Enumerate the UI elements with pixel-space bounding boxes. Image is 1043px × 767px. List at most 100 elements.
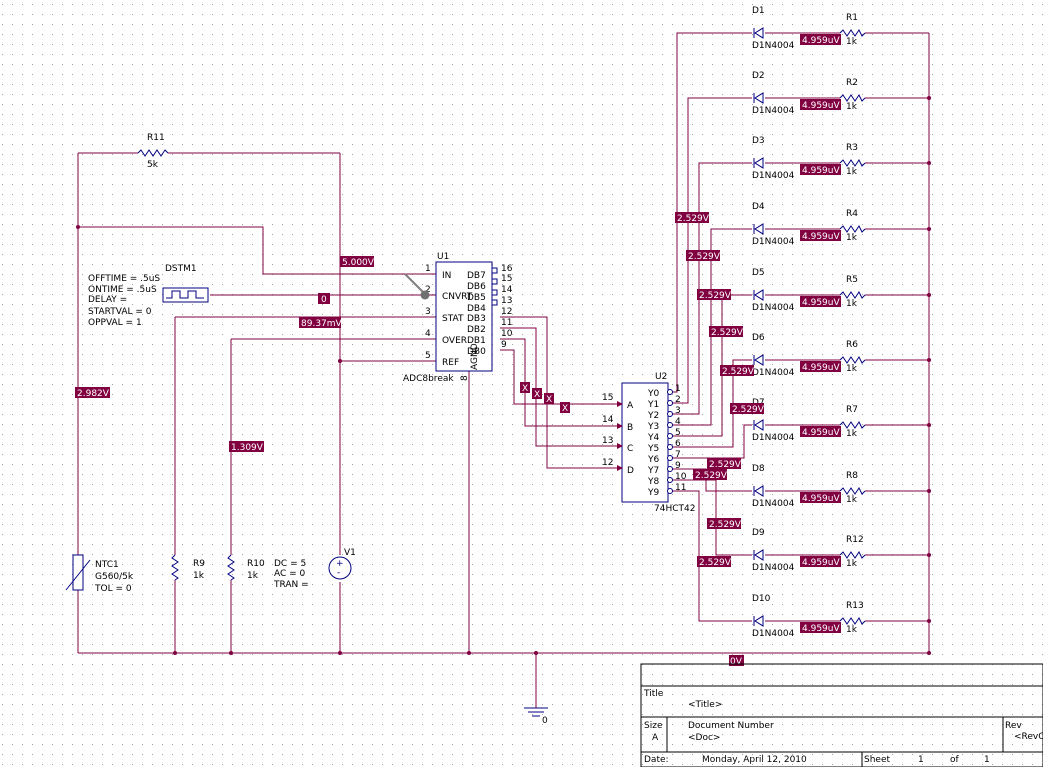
voltage-marker-x3[interactable]: X bbox=[544, 393, 554, 405]
voltage-marker-8937mv[interactable]: 89.37mV bbox=[299, 317, 343, 329]
diode-ref: D4 bbox=[752, 202, 765, 212]
voltage-marker-0[interactable]: 0 bbox=[318, 293, 330, 305]
u2-out-num-7: 7 bbox=[675, 450, 681, 460]
voltage-marker-2529-h[interactable]: 2.529V bbox=[693, 469, 728, 481]
r9-ref: R9 bbox=[193, 559, 205, 569]
decoder-u2[interactable]: U2 74HCT42 15 A 14 B 13 C 12 D Y0 Y1 Y2 … bbox=[602, 372, 695, 514]
tb-doc-value: <Doc> bbox=[688, 733, 720, 743]
resistor-symbol bbox=[839, 487, 866, 495]
voltage-marker-2982v[interactable]: 2.982V bbox=[75, 387, 110, 399]
voltage-marker-bg bbox=[800, 296, 841, 307]
voltage-x4-text: X bbox=[562, 404, 568, 414]
u1-pin1-name: IN bbox=[442, 271, 451, 281]
voltage-marker-led-10[interactable]: 4.959uV bbox=[800, 622, 841, 634]
resistor-r9[interactable]: R9 1k bbox=[171, 554, 205, 581]
source-v1[interactable]: + - V1 DC = 5 AC = 0 TRAN = bbox=[273, 548, 356, 590]
ntc1-tol: TOL = 0 bbox=[94, 584, 132, 594]
u1-db2: DB2 bbox=[467, 325, 486, 335]
voltage-marker-bg bbox=[800, 361, 841, 372]
adc-u1[interactable]: U1 ADC8break 1 IN 2 CNVRT 3 STAT 4 OVER … bbox=[403, 252, 513, 384]
voltage-marker-2529-f[interactable]: 2.529V bbox=[730, 403, 765, 415]
u1-pin8-num: 8 bbox=[460, 375, 470, 381]
voltage-marker-led-9[interactable]: 4.959uV bbox=[800, 556, 841, 568]
thermistor-ntc1[interactable]: NTC1 G560/5k TOL = 0 bbox=[65, 554, 134, 594]
voltage-marker-led-7[interactable]: 4.959uV bbox=[800, 426, 841, 438]
voltage-marker-led-2[interactable]: 4.959uV bbox=[800, 99, 841, 111]
diode-ref: D6 bbox=[752, 333, 765, 343]
voltage-marker-5v[interactable]: 5.000V bbox=[340, 256, 375, 268]
voltage-marker-led-4[interactable]: 4.959uV bbox=[800, 230, 841, 242]
voltage-marker-2529-c[interactable]: 2.529V bbox=[697, 289, 732, 301]
voltage-marker-led-5[interactable]: 4.959uV bbox=[800, 296, 841, 308]
voltage-marker-0v[interactable]: 0V bbox=[729, 655, 744, 667]
voltage-marker-2529-b[interactable]: 2.529V bbox=[686, 250, 721, 262]
u1-pin5-num: 5 bbox=[425, 351, 431, 361]
voltage-marker-2529-e[interactable]: 2.529V bbox=[720, 365, 755, 377]
resistor-ref: R13 bbox=[846, 601, 864, 611]
stimulus-dstm1[interactable]: DSTM1 OFFTIME = .5uS ONTIME = .5uS DELAY… bbox=[88, 264, 209, 328]
voltage-marker-bg bbox=[800, 492, 841, 503]
probe-marker[interactable] bbox=[404, 273, 430, 300]
voltage-marker-2529-a[interactable]: 2.529V bbox=[675, 212, 710, 224]
u2-in-a-num: 15 bbox=[602, 393, 613, 403]
resistor-r11[interactable]: R11 5k bbox=[137, 133, 169, 170]
voltage-marker-text: 4.959uV bbox=[802, 298, 840, 308]
voltage-2529-a-text: 2.529V bbox=[677, 214, 710, 224]
ground-symbol[interactable]: 0 bbox=[524, 707, 548, 726]
voltage-marker-led-6[interactable]: 4.959uV bbox=[800, 361, 841, 373]
voltage-marker-2529-d[interactable]: 2.529V bbox=[709, 326, 744, 338]
voltage-2529-h-text: 2.529V bbox=[695, 471, 728, 481]
u2-y6: Y6 bbox=[647, 455, 659, 465]
tb-rev-value: <RevC bbox=[1014, 732, 1043, 742]
u1-db2-num: 11 bbox=[501, 318, 512, 328]
voltage-marker-led-3[interactable]: 4.959uV bbox=[800, 164, 841, 176]
v1-dc: DC = 5 bbox=[274, 559, 306, 569]
voltage-marker-x4[interactable]: X bbox=[560, 402, 570, 414]
dstm1-ref: DSTM1 bbox=[165, 264, 197, 274]
resistor-r10[interactable]: R10 1k bbox=[227, 554, 265, 581]
u1-db6: DB6 bbox=[467, 282, 486, 292]
v1-minus-icon: - bbox=[337, 568, 340, 578]
u1-agnd: AGND bbox=[470, 343, 480, 370]
tb-docnum-label: Document Number bbox=[688, 721, 774, 731]
voltage-marker-text: 4.959uV bbox=[802, 232, 840, 242]
voltage-marker-x2[interactable]: X bbox=[532, 388, 542, 400]
voltage-marker-1309v[interactable]: 1.309V bbox=[229, 441, 264, 453]
u2-out-num-6: 6 bbox=[675, 439, 681, 449]
voltage-marker-text: 4.959uV bbox=[802, 166, 840, 176]
u2-out-num-4: 4 bbox=[675, 417, 681, 427]
voltage-marker-x1[interactable]: X bbox=[520, 382, 530, 394]
u2-out-num-3: 3 bbox=[675, 406, 681, 416]
voltage-marker-2529-i[interactable]: 2.529V bbox=[707, 518, 742, 530]
resistor-value: 1k bbox=[846, 167, 858, 177]
voltage-marker-led-8[interactable]: 4.959uV bbox=[800, 492, 841, 504]
r10-value: 1k bbox=[247, 571, 259, 581]
u1-db0: DB0 bbox=[467, 347, 486, 357]
voltage-2529-e-text: 2.529V bbox=[722, 367, 755, 377]
voltage-marker-2529-g[interactable]: 2.529V bbox=[707, 458, 742, 470]
tb-size-value: A bbox=[652, 733, 659, 743]
voltage-marker-bg bbox=[800, 230, 841, 241]
voltage-marker-led-1[interactable]: 4.959uV bbox=[800, 34, 841, 46]
voltage-marker-2529-j[interactable]: 2.529V bbox=[697, 556, 732, 568]
